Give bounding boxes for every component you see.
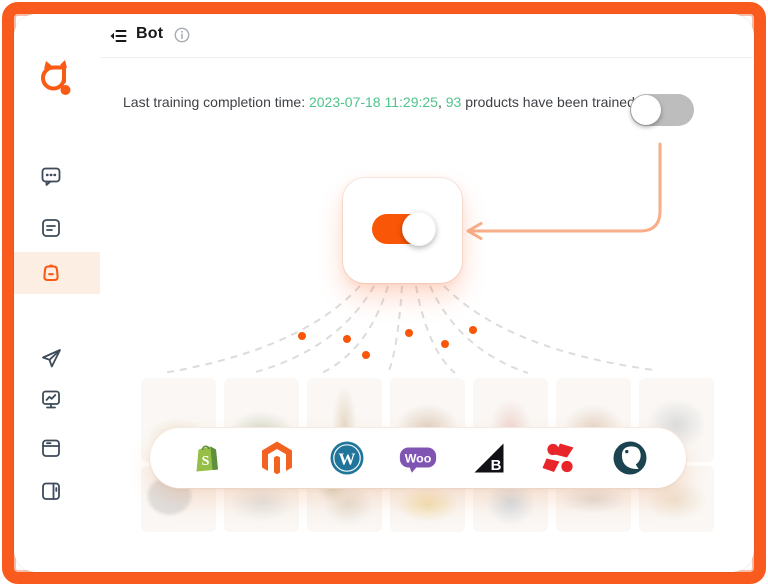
sidebar xyxy=(14,14,100,572)
shopify-logo: S xyxy=(185,437,227,479)
platforms-pill: S W Woo B xyxy=(150,428,686,488)
trained-products-count: 93 xyxy=(445,94,462,110)
page-title: Bot xyxy=(136,25,164,42)
magento-logo xyxy=(256,437,298,479)
header: Bot xyxy=(100,14,754,58)
info-icon[interactable] xyxy=(174,27,190,43)
training-status-prefix: Last training completion time: xyxy=(123,94,309,110)
sidebar-item-send[interactable] xyxy=(39,346,63,370)
bot-enable-card xyxy=(343,178,462,283)
app-window: Bot Last training completion time: 2023-… xyxy=(14,14,754,572)
bigcommerce-logo: B xyxy=(468,437,510,479)
svg-text:S: S xyxy=(201,454,209,469)
woocommerce-logo: Woo xyxy=(397,437,439,479)
training-status-text: Last training completion time: 2023-07-1… xyxy=(123,94,639,110)
toggle-knob xyxy=(631,95,661,125)
collapse-sidebar-icon[interactable] xyxy=(108,26,128,46)
orange-mascot-logo xyxy=(34,56,78,100)
bird-circle-logo xyxy=(609,437,651,479)
toggle-knob xyxy=(402,212,436,246)
red-pinwheel-logo xyxy=(539,437,581,479)
svg-text:B: B xyxy=(490,457,501,474)
sidebar-item-documents[interactable] xyxy=(39,216,63,240)
svg-text:Woo: Woo xyxy=(405,451,432,465)
svg-text:W: W xyxy=(339,450,356,469)
training-status-suffix: products have been trained. xyxy=(461,94,639,110)
bot-toggle-on[interactable] xyxy=(372,212,436,246)
training-datetime: 2023-07-18 11:29:25 xyxy=(308,94,438,110)
sidebar-item-panel[interactable] xyxy=(39,479,63,503)
bot-master-toggle-off[interactable] xyxy=(630,94,694,126)
sidebar-item-analytics[interactable] xyxy=(39,387,63,411)
sidebar-item-archive[interactable] xyxy=(39,436,63,460)
sidebar-item-bot[interactable] xyxy=(39,260,63,284)
sidebar-item-chat[interactable] xyxy=(39,164,63,188)
wordpress-logo: W xyxy=(326,437,368,479)
